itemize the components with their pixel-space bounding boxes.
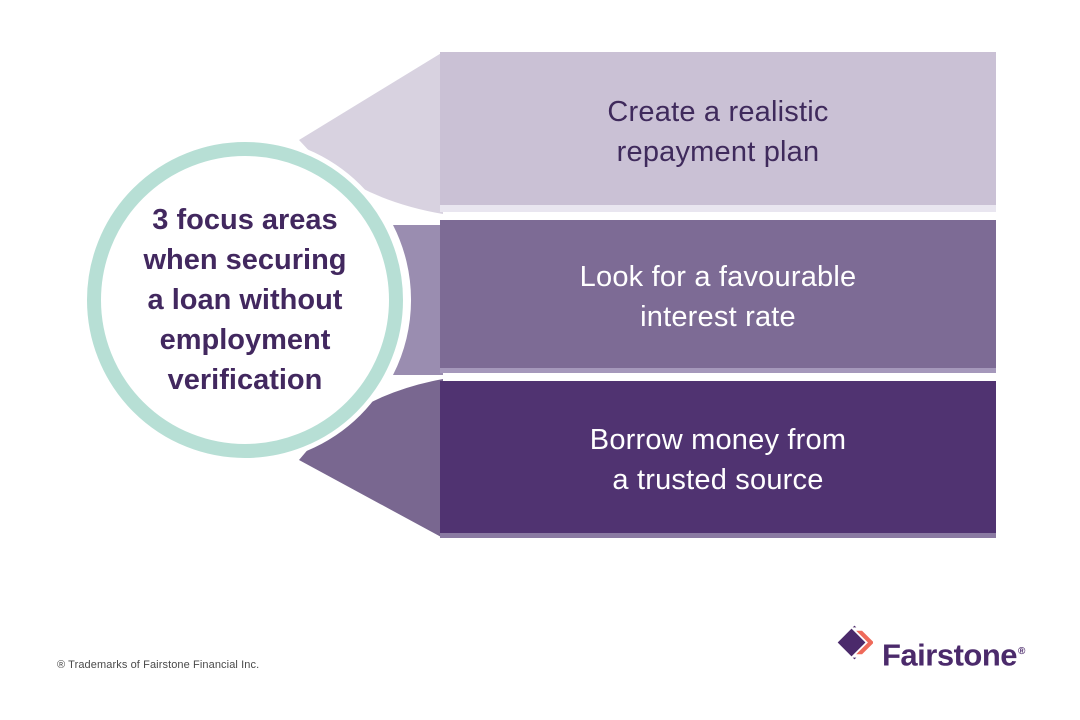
trademark-note: ® Trademarks of Fairstone Financial Inc.	[57, 659, 260, 671]
fairstone-wordmark-wrap: Fairstone®	[882, 635, 1025, 672]
top-connector-wedge	[299, 52, 443, 214]
registered-symbol-icon: ®	[1018, 646, 1025, 657]
focus-area-bar-interest-rate: Look for a favourable interest rate	[440, 220, 996, 373]
focus-area-label: Create a realistic repayment plan	[607, 96, 829, 168]
fairstone-diamond-icon	[837, 625, 873, 660]
focus-area-label: Look for a favourable interest rate	[579, 260, 857, 333]
bottom-connector-wedge	[299, 379, 443, 538]
middle-connector	[393, 225, 443, 375]
hub-ring	[87, 142, 403, 458]
hub-title: 3 focus areas when securing a loan witho…	[143, 204, 347, 396]
fairstone-wordmark: Fairstone	[882, 637, 1018, 673]
focus-area-bar-repayment: Create a realistic repayment plan	[440, 52, 996, 212]
fairstone-logo: Fairstone®	[836, 622, 1025, 672]
focus-area-label: Borrow money from a trusted source	[589, 423, 847, 496]
focus-area-bar-trusted-source: Borrow money from a trusted source	[440, 381, 996, 538]
